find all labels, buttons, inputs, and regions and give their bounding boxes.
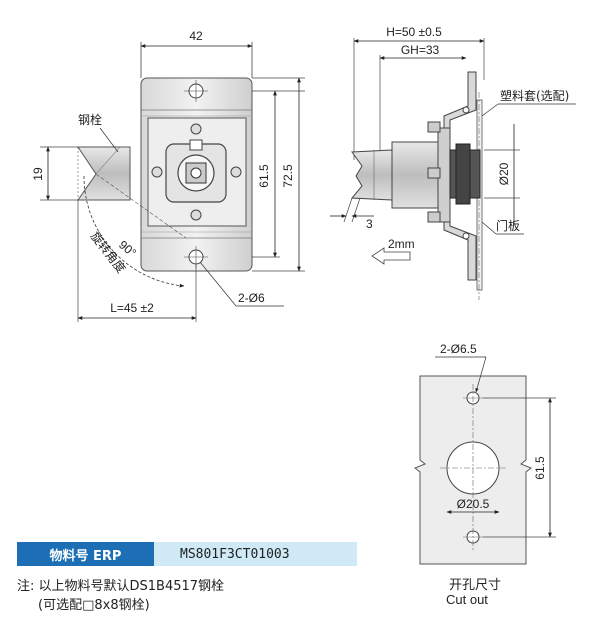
steel-bolt — [77, 146, 131, 201]
mounting-bracket — [443, 71, 477, 281]
cutout-view: 2-Ø6.5 Ø20.5 61.5 — [414, 342, 556, 565]
part-number-bar: 物料号 ERP MS801F3CT01003 — [17, 542, 357, 566]
cutout-caption-cn: 开孔尺寸 — [449, 578, 502, 593]
bolt-height-dim-label: 19 — [31, 167, 45, 181]
side-view: H=50 ±0.5 GH=33 Ø20 塑料套(选配) 门板 — [330, 25, 576, 300]
height-dim-inner-label: 61.5 — [257, 164, 271, 188]
part-number-label: 物料号 ERP — [17, 542, 154, 566]
thickness-dim-label: 3 — [366, 217, 373, 231]
plastic-sleeve-label: 塑料套(选配) — [500, 88, 569, 103]
screw-bottom — [190, 209, 202, 221]
cutout-hole-dim-label: 2-Ø6.5 — [440, 342, 477, 356]
travel-label: 2mm — [388, 237, 415, 251]
rotation-arc — [83, 175, 185, 288]
travel-arrow-icon — [371, 247, 411, 265]
front-view: 42 钢栓 19 — [31, 29, 305, 322]
hole-dim-label: 2-Ø6 — [238, 291, 265, 305]
screw-left — [151, 166, 163, 178]
cutout-center-dim-label: Ø20.5 — [457, 497, 490, 511]
gh-dim-label: GH=33 — [401, 43, 440, 57]
height-dim-outer-label: 72.5 — [281, 164, 295, 188]
cutout-caption-en: Cut out — [446, 592, 488, 607]
h-dim-label: H=50 ±0.5 — [386, 25, 442, 39]
cutout-spacing-dim-label: 61.5 — [533, 456, 547, 480]
door-panel-label: 门板 — [496, 218, 520, 233]
width-dim-label: 42 — [189, 29, 203, 43]
side-bolt — [350, 149, 393, 201]
bolt-label: 钢栓 — [78, 112, 102, 127]
note-line-2: (可选配□8x8钢栓) — [38, 598, 150, 613]
screw-top — [190, 123, 202, 135]
part-number-value: MS801F3CT01003 — [154, 542, 357, 566]
screw-right — [230, 166, 242, 178]
note-line-1: 注: 以上物料号默认DS1B4517钢栓 — [17, 579, 225, 594]
length-dim-label: L=45 ±2 — [110, 301, 154, 315]
diameter-dim-label: Ø20 — [497, 162, 511, 185]
